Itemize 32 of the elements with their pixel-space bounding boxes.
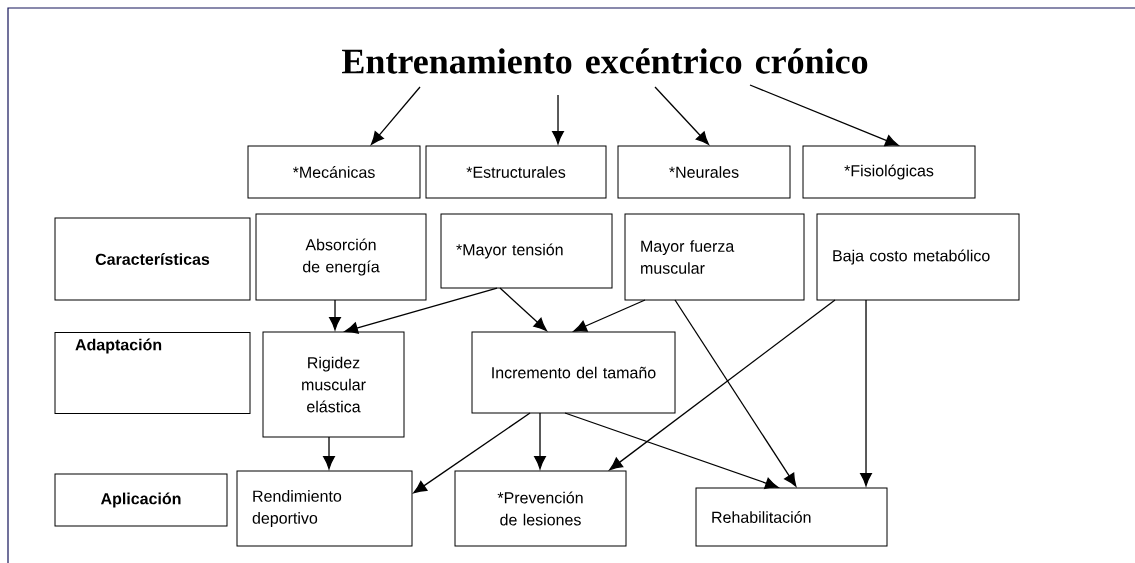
arrow: [370, 86, 421, 145]
arrow: [413, 412, 531, 494]
arrow: [329, 299, 341, 331]
process-box: *Prevención de lesiones: [454, 470, 627, 547]
arrow: [534, 412, 546, 470]
process-box: Rigidez muscular elástica: [262, 331, 405, 438]
process-box: Mayor fuerza muscular: [624, 213, 805, 301]
process-box: *Estructurales: [425, 145, 607, 199]
row-label-box: Aplicación: [54, 473, 228, 527]
arrow: [344, 287, 498, 334]
process-box: *Mayor tensión: [440, 213, 613, 289]
arrow: [749, 84, 899, 147]
row-label-box: Características: [54, 217, 251, 301]
arrow: [573, 299, 646, 332]
title-text: Entrenamiento excéntrico crónico: [342, 48, 868, 74]
process-box: Baja costo metabólico: [816, 213, 1020, 301]
process-box: *Neurales: [617, 145, 791, 199]
arrow: [323, 436, 335, 470]
process-box: Absorción de energía: [255, 213, 427, 301]
arrow: [674, 299, 797, 487]
arrow: [860, 299, 872, 487]
arrow: [499, 287, 547, 332]
arrow: [564, 412, 779, 489]
process-box: Rehabilitación: [695, 487, 888, 547]
process-box: Rendimiento deportivo: [236, 470, 413, 547]
row-label-box: Adaptación: [54, 332, 251, 414]
process-box: *Mecánicas: [247, 145, 421, 199]
process-box: *Fisiológicas: [802, 145, 976, 199]
arrow: [609, 299, 836, 471]
arrow: [654, 86, 710, 145]
process-box: Incremento del tamaño: [471, 331, 676, 414]
arrow: [552, 94, 564, 145]
